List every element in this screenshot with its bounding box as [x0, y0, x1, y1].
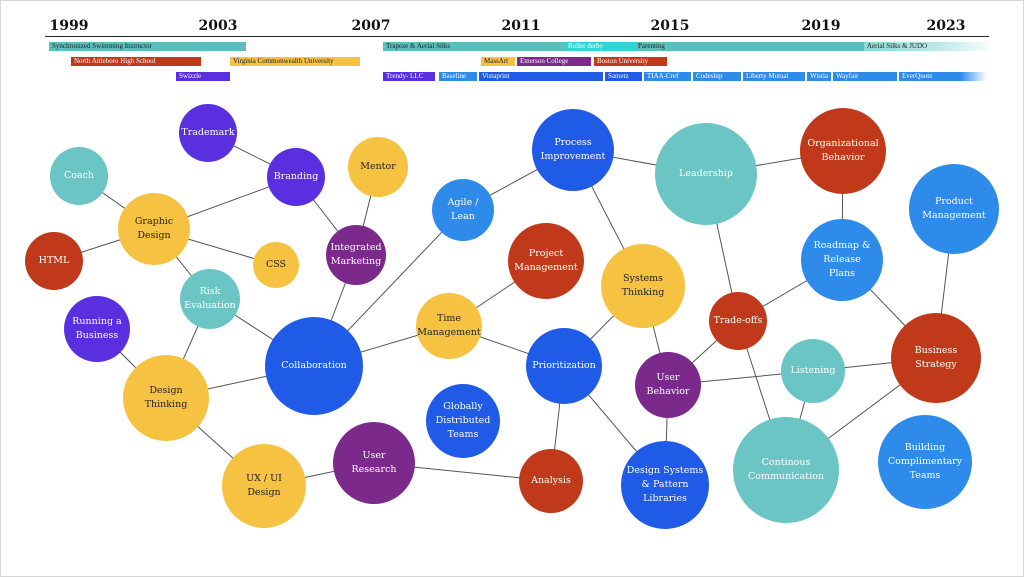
skill-label: Building Complimentary Teams — [887, 442, 963, 481]
skill-label: Roadmap & Release Plans — [813, 240, 871, 279]
skill-label: Graphic Design — [134, 216, 174, 241]
skill-node-mentor: Mentor — [348, 137, 408, 197]
skill-node-continuous: Continous Communication — [733, 417, 839, 523]
skill-label: Prioritization — [532, 360, 596, 372]
skill-label: CSS — [265, 259, 287, 271]
skill-node-prioritization: Prioritization — [526, 328, 602, 404]
skill-label: Product Management — [922, 196, 986, 221]
skill-label: Collaboration — [281, 360, 347, 372]
skill-label: HTML — [38, 255, 70, 267]
timeline-bar: Trendy- LLC — [383, 72, 435, 81]
year-label: 1999 — [49, 18, 89, 34]
skill-node-analysis: Analysis — [519, 449, 583, 513]
skill-label: Coach — [63, 170, 95, 182]
skill-label: User Behavior — [646, 372, 690, 397]
skill-node-projmgmt: Project Management — [508, 223, 584, 299]
skill-node-process: Process Improvement — [532, 109, 614, 191]
skill-node-userresearch: User Research — [333, 422, 415, 504]
skill-node-intmarketing: Integrated Marketing — [326, 225, 386, 285]
skill-label: Business Strategy — [914, 345, 958, 370]
skill-node-branding: Branding — [267, 148, 325, 206]
skill-label: Trademark — [181, 127, 235, 139]
skill-node-listening: Listening — [781, 339, 845, 403]
skill-node-css: CSS — [253, 242, 299, 288]
skill-label: Design Systems & Pattern Libraries — [626, 465, 704, 504]
timeline-bar: Boston University — [594, 57, 667, 66]
skill-node-leadership: Leadership — [655, 123, 757, 225]
year-label: 2023 — [926, 18, 966, 34]
skill-label: Design Thinking — [144, 385, 188, 410]
skill-label: Process Improvement — [540, 137, 606, 162]
timeline-bar: Wistia — [807, 72, 831, 81]
skill-node-userbehavior: User Behavior — [635, 352, 701, 418]
skill-node-html: HTML — [25, 232, 83, 290]
timeline-bar: Sametz — [605, 72, 642, 81]
timeline-bar: Codeship — [693, 72, 741, 81]
year-label: 2019 — [801, 18, 841, 34]
skill-node-timemgmt: Time Management — [416, 293, 482, 359]
timeline-bar: Baseline — [439, 72, 477, 81]
skill-node-graphic: Graphic Design — [118, 193, 190, 265]
skill-node-agile: Agile / Lean — [432, 179, 494, 241]
skill-node-coach: Coach — [50, 147, 108, 205]
skill-label: Leadership — [679, 168, 733, 180]
timeline-bar: Liberty Mutual — [743, 72, 805, 81]
timeline-bar: TIAA-Cref — [644, 72, 691, 81]
timeline-bar: Parenting — [635, 42, 864, 51]
timeline-bar: Synchronized Swimming Instructor — [49, 42, 246, 51]
skill-label: Globally Distributed Teams — [435, 401, 491, 440]
skill-label: Running a Business — [72, 316, 122, 341]
skill-node-bizstrategy: Business Strategy — [891, 313, 981, 403]
skill-node-designsystems: Design Systems & Pattern Libraries — [621, 441, 709, 529]
skill-node-trademark: Trademark — [179, 104, 237, 162]
skill-node-tradeoffs: Trade-offs — [709, 292, 767, 350]
skill-label: Integrated Marketing — [330, 242, 382, 267]
skill-node-roadmap: Roadmap & Release Plans — [801, 219, 883, 301]
skill-label: Systems Thinking — [621, 273, 665, 298]
skill-node-orgbehavior: Organizational Behavior — [800, 108, 886, 194]
skill-label: Analysis — [531, 475, 571, 487]
timeline-bar: Emerson College — [517, 57, 591, 66]
timeline-bar: Aerial Silks & JUDO — [864, 42, 988, 51]
timeline-bar: Swizzle — [176, 72, 230, 81]
skill-node-buildingteams: Building Complimentary Teams — [878, 415, 972, 509]
skill-node-productmgmt: Product Management — [909, 164, 999, 254]
timeline-bar: EverQuote — [899, 72, 987, 81]
skill-node-uxui: UX / UI Design — [222, 444, 306, 528]
skill-node-risk: Risk Evaluation — [180, 269, 240, 329]
skill-label: Mentor — [360, 161, 396, 173]
year-label: 2007 — [351, 18, 391, 34]
skill-label: Project Management — [514, 248, 578, 273]
skill-label: UX / UI Design — [246, 473, 282, 498]
timeline-bar: Wayfair — [833, 72, 897, 81]
skill-label: Trade-offs — [713, 315, 763, 327]
timeline-bar: Trapeze & Aerial Silks — [383, 42, 565, 51]
skill-node-designthinking: Design Thinking — [123, 355, 209, 441]
timeline-bar: North Attleboro High School — [71, 57, 201, 66]
timeline-bar: Vistaprint — [479, 72, 603, 81]
skill-label: Branding — [273, 171, 319, 183]
skill-node-running: Running a Business — [64, 296, 130, 362]
timeline-axis — [45, 36, 989, 37]
year-label: 2011 — [501, 18, 541, 34]
skill-label: Risk Evaluation — [184, 286, 236, 311]
skill-node-systems: Systems Thinking — [601, 244, 685, 328]
skill-node-globally: Globally Distributed Teams — [426, 384, 500, 458]
skill-label: Time Management — [417, 313, 481, 338]
timeline-bar: Virginia Commonwealth University — [230, 57, 360, 66]
timeline-bar: MassArt — [481, 57, 515, 66]
year-label: 2015 — [650, 18, 690, 34]
skill-label: Listening — [790, 365, 836, 377]
skill-node-collab: Collaboration — [265, 317, 363, 415]
skill-label: User Research — [351, 450, 397, 475]
timeline-bar: Roller derby — [565, 42, 635, 51]
skill-label: Agile / Lean — [447, 197, 479, 222]
skill-label: Organizational Behavior — [807, 138, 879, 163]
year-label: 2003 — [198, 18, 238, 34]
skill-label: Continous Communication — [748, 457, 824, 482]
